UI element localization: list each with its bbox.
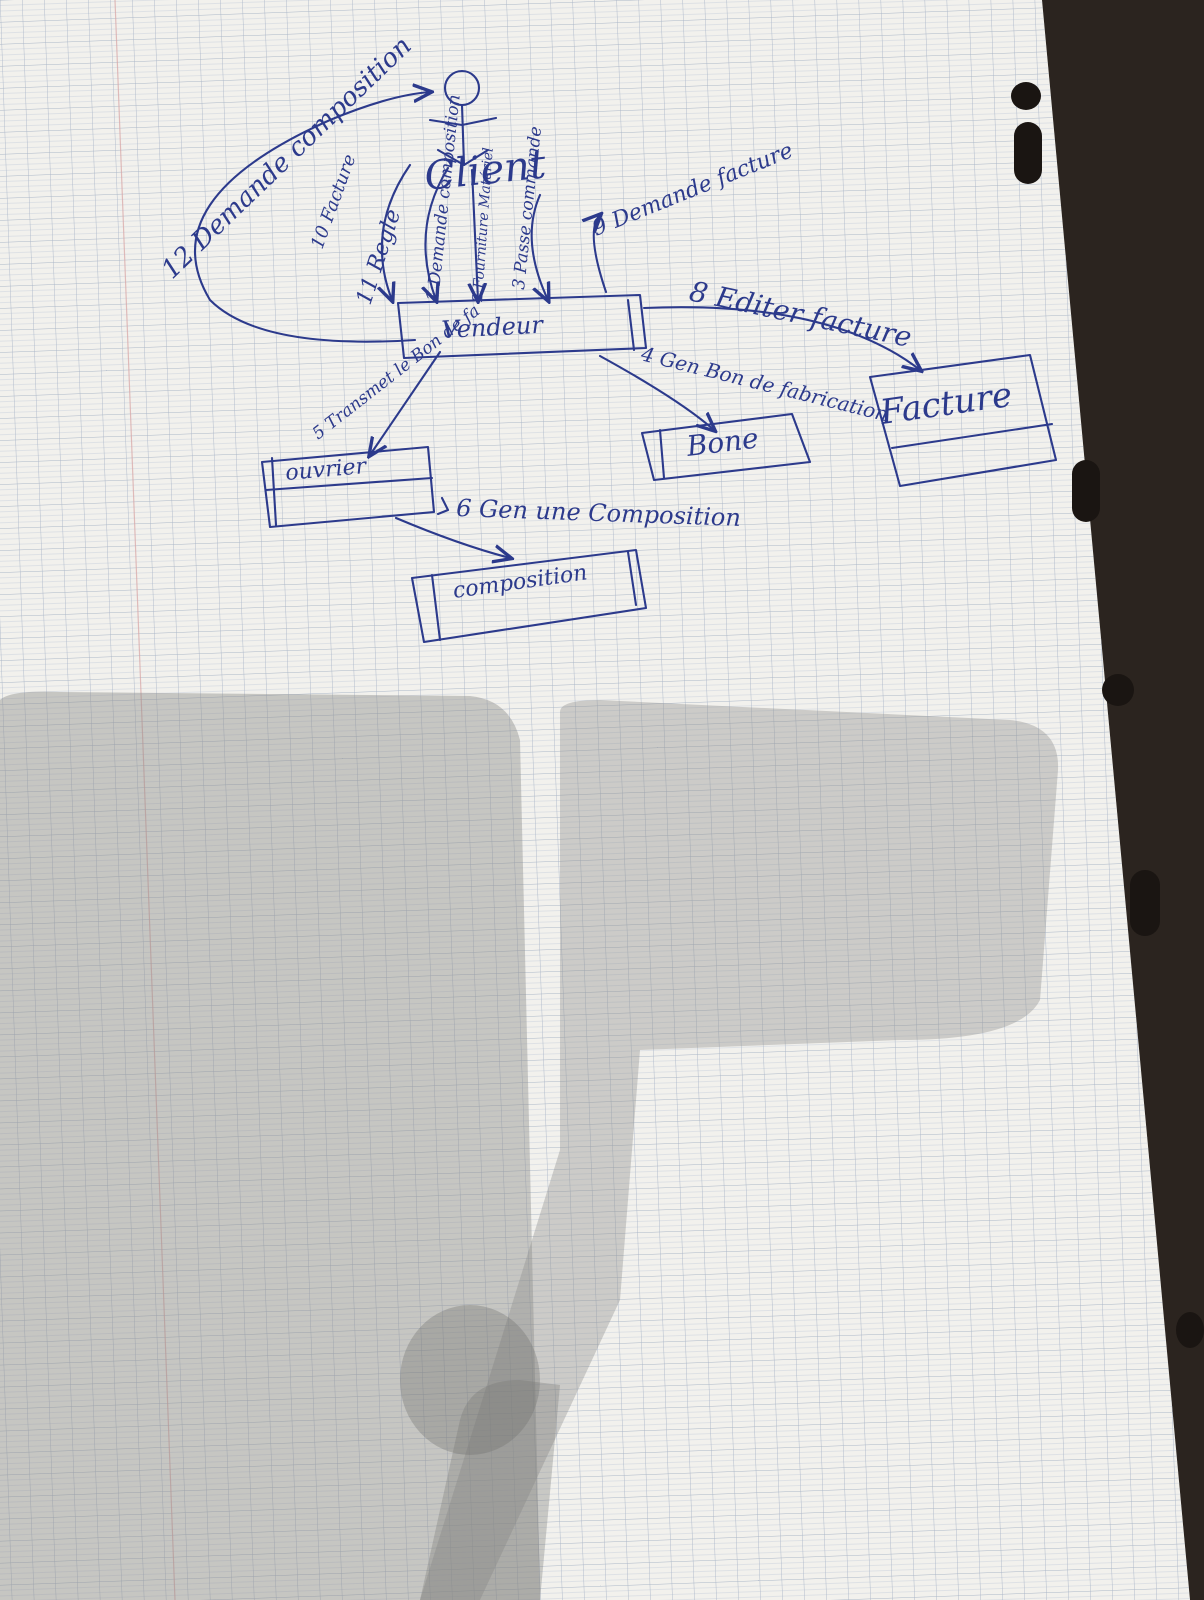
arrow-6 [394,516,510,558]
arrow-2 [472,168,478,300]
composition-box [410,548,648,644]
arrow-6-tick [436,496,450,516]
arrow-10 [382,163,412,300]
bone-box [640,412,812,482]
arrow-9 [594,215,608,294]
binder-holes [1011,82,1204,1348]
phone-shadow [0,691,1059,1600]
arrow-1 [425,166,450,300]
vendeur-box [396,293,648,360]
arrow-5 [370,350,442,455]
arrow-4 [598,354,714,430]
arrow-3 [530,193,548,300]
arrow-12 [194,92,430,343]
facture-box [868,353,1058,488]
client-actor [428,69,498,167]
vendeur-label: Vendeur [441,311,545,344]
arrow-8 [642,306,920,370]
